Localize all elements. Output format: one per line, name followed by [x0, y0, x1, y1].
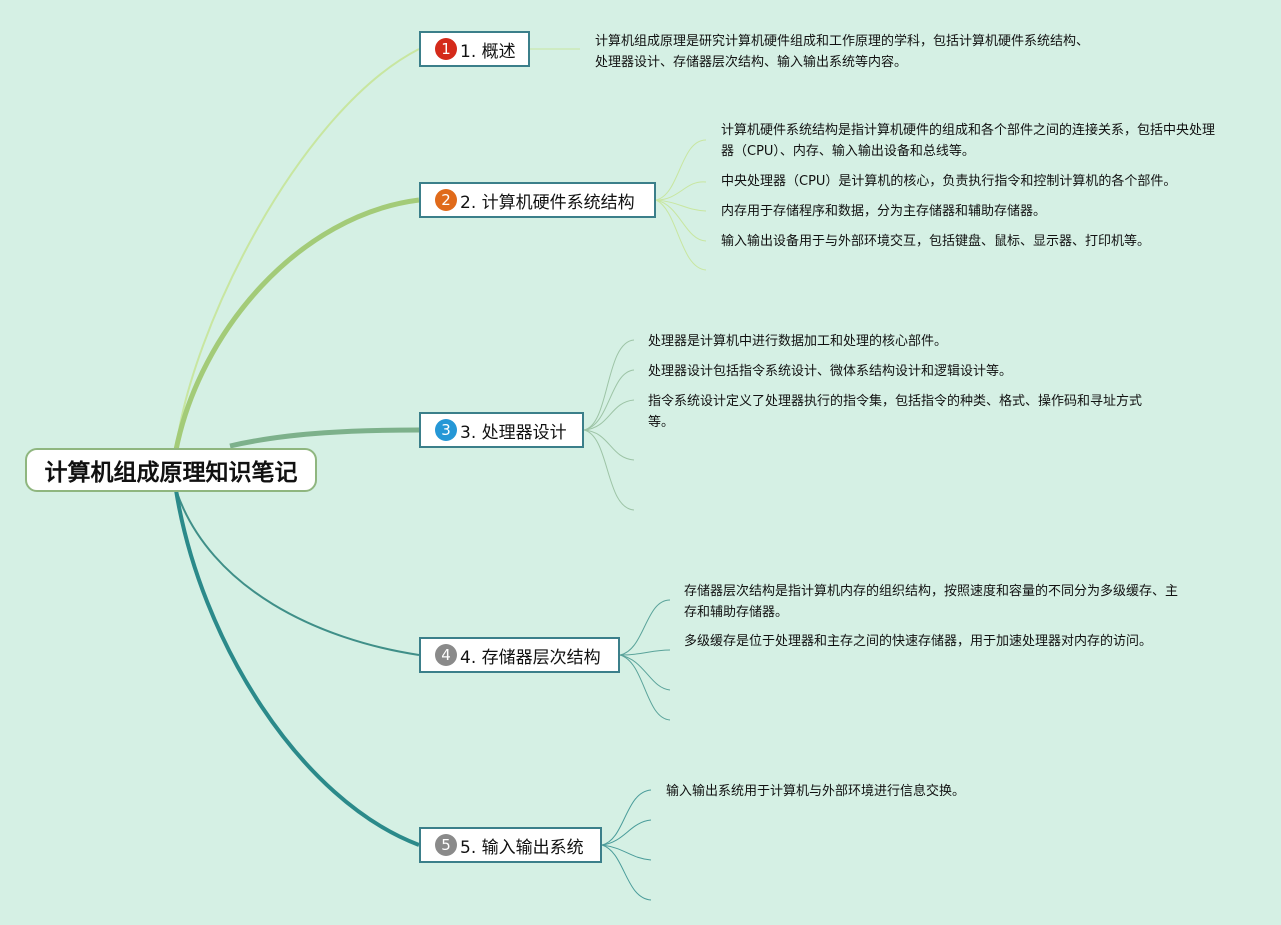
note-hardware-4: 输入输出设备用于与外部环境交互，包括键盘、鼠标、显示器、打印机等。 [721, 234, 1151, 249]
note-overview-1: 计算机组成原理是研究计算机硬件组成和工作原理的学科，包括计算机硬件系统结构、处理… [595, 34, 1090, 70]
note-hardware-3: 内存用于存储程序和数据，分为主存储器和辅助存储器。 [721, 204, 1047, 219]
io-sub-lines [601, 789, 652, 901]
root-title: 计算机组成原理知识笔记 [44, 460, 298, 486]
note-memory-1: 存储器层次结构是指计算机内存的组织结构，按照速度和容量的不同分为多级缓存、主存和… [684, 584, 1179, 620]
topic-label: 3. 处理器设计 [460, 422, 567, 443]
note-processor-2: 处理器设计包括指令系统设计、微体系结构设计和逻辑设计等。 [648, 364, 1013, 379]
topic-io[interactable]: 5 5. 输入输出系统 [419, 827, 602, 863]
topic-processor[interactable]: 3 3. 处理器设计 [419, 412, 584, 448]
topic-memory[interactable]: 4 4. 存储器层次结构 [419, 637, 620, 673]
note-hardware-2: 中央处理器（CPU）是计算机的核心，负责执行指令和控制计算机的各个部件。 [721, 174, 1177, 189]
number-badge-icon: 3 [435, 419, 457, 441]
number-badge-icon: 2 [435, 189, 457, 211]
branch-line-io [174, 489, 420, 847]
note-hardware-1: 计算机硬件系统结构是指计算机硬件的组成和各个部件之间的连接关系，包括中央处理器（… [721, 123, 1216, 159]
number-badge-icon: 5 [435, 834, 457, 856]
branch-line-hardware [173, 197, 420, 451]
topic-hardware[interactable]: 2 2. 计算机硬件系统结构 [419, 182, 656, 218]
memory-sub-lines [619, 599, 671, 721]
processor-sub-lines [583, 339, 635, 511]
number-badge-icon: 4 [435, 644, 457, 666]
hardware-sub-lines [655, 139, 707, 271]
branch-line-processor [229, 427, 420, 449]
number-badge-icon: 1 [435, 38, 457, 60]
topic-label: 1. 概述 [460, 41, 516, 62]
branch-line-overview [175, 48, 420, 451]
topic-label: 5. 输入输出系统 [460, 837, 584, 858]
topic-label: 2. 计算机硬件系统结构 [460, 192, 635, 213]
note-io-1: 输入输出系统用于计算机与外部环境进行信息交换。 [666, 784, 966, 799]
topic-label: 4. 存储器层次结构 [460, 647, 601, 668]
branch-line-memory [175, 489, 420, 656]
note-memory-2: 多级缓存是位于处理器和主存之间的快速存储器，用于加速处理器对内存的访问。 [684, 634, 1153, 649]
root-topic[interactable]: 计算机组成原理知识笔记 [25, 448, 317, 492]
topic-overview[interactable]: 1 1. 概述 [419, 31, 530, 67]
note-processor-1: 处理器是计算机中进行数据加工和处理的核心部件。 [648, 334, 948, 349]
note-processor-3: 指令系统设计定义了处理器执行的指令集，包括指令的种类、格式、操作码和寻址方式等。 [648, 394, 1143, 430]
